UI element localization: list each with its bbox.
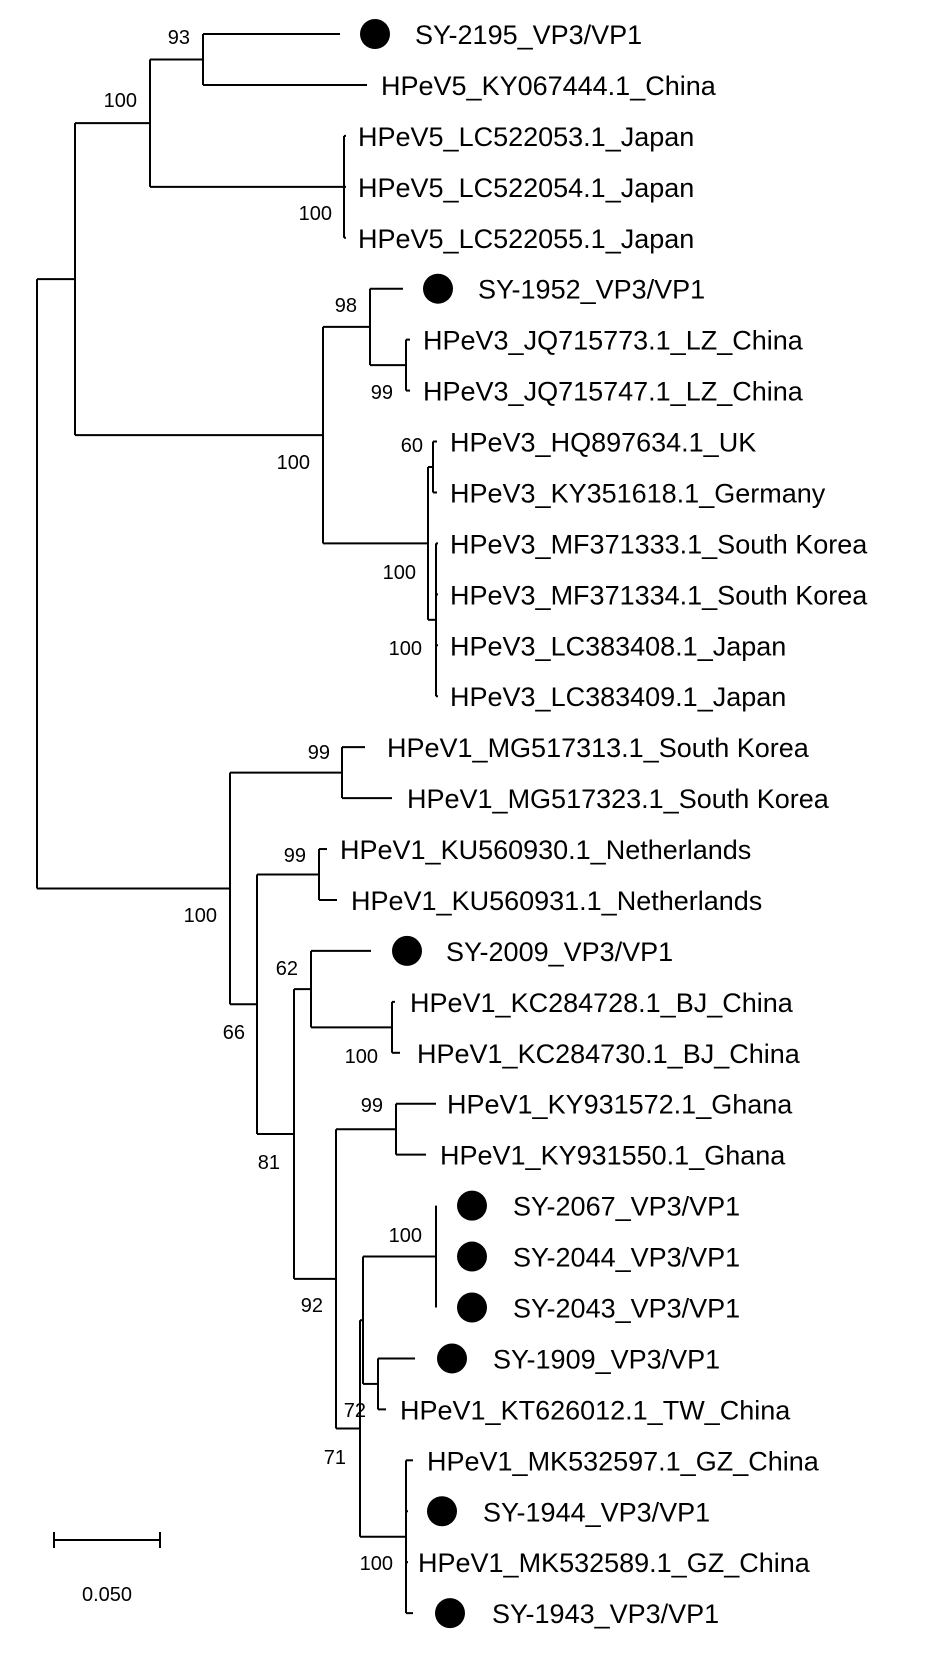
study-sample-marker-icon [457, 1292, 487, 1323]
bootstrap-value: 92 [301, 1295, 323, 1317]
taxon-label: HPeV1_MG517323.1_South Korea [407, 784, 830, 814]
bootstrap-values: 93 100 100 99 98 60 100 100 100 99 99 100 62 99 100 72 1… [104, 27, 423, 1575]
bootstrap-value: 93 [168, 27, 190, 49]
bootstrap-value: 100 [360, 1553, 393, 1575]
taxon-label: HPeV3_LC383409.1_Japan [450, 682, 786, 712]
taxon-label: HPeV1_KY931550.1_Ghana [440, 1141, 786, 1171]
study-sample-marker-icon [427, 1496, 457, 1527]
bootstrap-value: 66 [223, 1022, 245, 1044]
study-sample-marker-icon [457, 1190, 487, 1221]
bootstrap-value: 81 [258, 1152, 280, 1174]
bootstrap-value: 99 [361, 1095, 383, 1117]
taxon-label: SY-1944_VP3/VP1 [483, 1497, 710, 1527]
bootstrap-value: 72 [344, 1400, 366, 1422]
bootstrap-value: 100 [184, 905, 217, 927]
bootstrap-value: 98 [335, 295, 357, 317]
taxon-label: HPeV3_JQ715747.1_LZ_China [423, 377, 804, 407]
taxon-label: SY-1909_VP3/VP1 [493, 1344, 720, 1374]
scale-bar-label: 0.050 [82, 1584, 132, 1606]
bootstrap-value: 100 [345, 1046, 378, 1068]
taxon-label: HPeV5_LC522054.1_Japan [358, 173, 694, 203]
taxon-label: HPeV1_MG517313.1_South Korea [387, 733, 810, 763]
taxon-label: SY-2195_VP3/VP1 [415, 20, 642, 50]
taxon-label: HPeV1_KU560931.1_Netherlands [351, 886, 762, 916]
tree-branches [36, 33, 438, 1615]
taxon-label: HPeV1_KC284730.1_BJ_China [417, 1039, 801, 1069]
taxon-label: SY-2067_VP3/VP1 [513, 1192, 740, 1222]
taxon-label: SY-1943_VP3/VP1 [492, 1599, 719, 1629]
study-sample-marker-icon [423, 273, 453, 304]
taxon-label: HPeV3_HQ897634.1_UK [450, 428, 756, 458]
taxon-label: SY-2043_VP3/VP1 [513, 1294, 740, 1324]
bootstrap-value: 99 [308, 742, 330, 764]
taxon-label: HPeV3_JQ715773.1_LZ_China [423, 326, 804, 356]
tree-tips: SY-2195_VP3/VP1HPeV5_KY067444.1_ChinaHPe… [340, 19, 868, 1629]
bootstrap-value: 100 [389, 1225, 422, 1247]
taxon-label: HPeV5_LC522053.1_Japan [358, 122, 694, 152]
taxon-label: SY-2009_VP3/VP1 [446, 937, 673, 967]
bootstrap-value: 62 [276, 958, 298, 980]
scale-bar: 0.050 [53, 1532, 161, 1606]
bootstrap-value: 71 [324, 1447, 346, 1469]
taxon-label: HPeV5_KY067444.1_China [381, 71, 717, 101]
taxon-label: HPeV3_MF371334.1_South Korea [450, 580, 868, 610]
study-sample-marker-icon [392, 935, 422, 966]
bootstrap-value: 100 [104, 90, 137, 112]
taxon-label: SY-2044_VP3/VP1 [513, 1243, 740, 1273]
taxon-label: HPeV3_MF371333.1_South Korea [450, 529, 868, 559]
bootstrap-value: 100 [389, 638, 422, 660]
taxon-label: HPeV5_LC522055.1_Japan [358, 224, 694, 254]
bootstrap-value: 99 [371, 382, 393, 404]
study-sample-marker-icon [360, 19, 390, 49]
bootstrap-value: 60 [401, 435, 423, 457]
bootstrap-value: 100 [383, 562, 416, 584]
taxon-label: HPeV1_KY931572.1_Ghana [447, 1090, 793, 1120]
taxon-label: HPeV1_KC284728.1_BJ_China [410, 988, 794, 1018]
taxon-label: HPeV1_KT626012.1_TW_China [400, 1395, 791, 1425]
bootstrap-value: 100 [277, 452, 310, 474]
study-sample-marker-icon [437, 1343, 467, 1374]
bootstrap-value: 100 [299, 203, 332, 225]
taxon-label: HPeV1_MK532597.1_GZ_China [427, 1446, 820, 1476]
study-sample-marker-icon [457, 1241, 487, 1272]
taxon-label: HPeV1_KU560930.1_Netherlands [340, 835, 751, 865]
taxon-label: HPeV3_LC383408.1_Japan [450, 631, 786, 661]
taxon-label: SY-1952_VP3/VP1 [478, 275, 705, 305]
study-sample-marker-icon [435, 1598, 465, 1629]
taxon-label: HPeV3_KY351618.1_Germany [450, 478, 826, 508]
taxon-label: HPeV1_MK532589.1_GZ_China [418, 1548, 811, 1578]
bootstrap-value: 99 [284, 845, 306, 867]
